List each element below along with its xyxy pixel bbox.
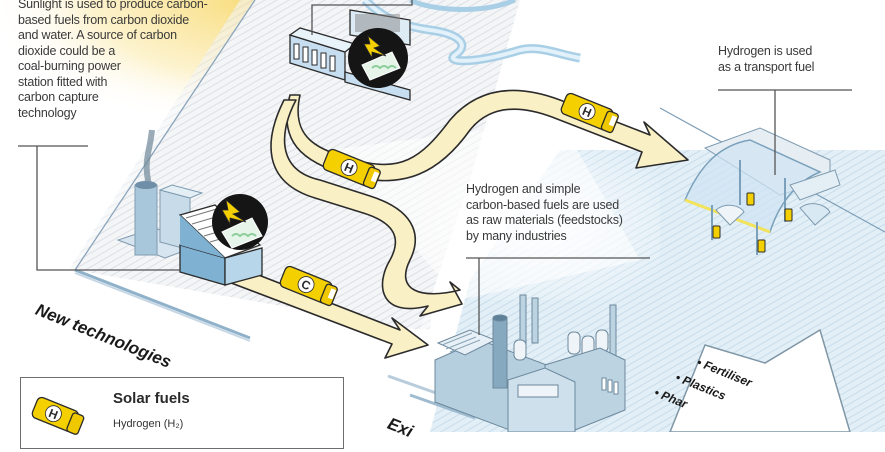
- callout-sunlight-line: technology: [18, 105, 77, 120]
- callout-lines: [18, 0, 852, 335]
- callout-sunlight-line: and water. A source of carbon: [18, 28, 177, 42]
- upper-solar-reactor: [288, 9, 411, 101]
- legend-box: H Solar fuels Hydrogen (H₂): [20, 377, 344, 449]
- lower-solar-reactor: [178, 194, 268, 286]
- callout-sunlight-line: carbon capture: [18, 90, 99, 104]
- legend-item-label: Hydrogen (H₂): [113, 418, 184, 430]
- path-to-industry-hydrogen: [270, 99, 463, 317]
- callout-feedstock-line: carbon-based fuels are used: [466, 197, 620, 212]
- truck-middle: H: [322, 148, 381, 190]
- diagram-canvas: H H C: [0, 0, 885, 433]
- callout-feedstock: Hydrogen and simple carbon-based fuels a…: [466, 182, 676, 244]
- chemical-plant: [434, 294, 626, 433]
- legend-title: Solar fuels: [113, 390, 190, 407]
- truck-bottom: C: [279, 265, 338, 307]
- callout-feedstock-line: Hydrogen and simple: [466, 182, 581, 196]
- callout-feedstock-line: by many industries: [466, 228, 567, 243]
- callout-transport-line: as a transport fuel: [718, 59, 815, 74]
- truck-top: H: [560, 92, 619, 134]
- callout-sunlight-line: dioxide could be a: [18, 43, 116, 58]
- callout-sunlight-line: based fuels from carbon dioxide: [18, 12, 189, 27]
- callout-feedstock-line: as raw materials (feedstocks): [466, 213, 623, 227]
- callout-sunlight-line: coal-burning power: [18, 59, 121, 73]
- callout-transport: Hydrogen is used as a transport fuel: [718, 44, 878, 75]
- path-to-industry-carbon: [217, 261, 429, 359]
- callout-sunlight-line: Sunlight is used to produce carbon-: [18, 0, 208, 11]
- callout-sunlight: Sunlight is used to produce carbon- base…: [18, 0, 258, 121]
- callout-sunlight-line: station fitted with: [18, 74, 108, 89]
- hydrogen-filling-station: [684, 127, 841, 255]
- legend-truck-icon: H: [31, 396, 85, 435]
- products-arrow: [668, 328, 852, 433]
- callout-transport-line: Hydrogen is used: [718, 44, 813, 58]
